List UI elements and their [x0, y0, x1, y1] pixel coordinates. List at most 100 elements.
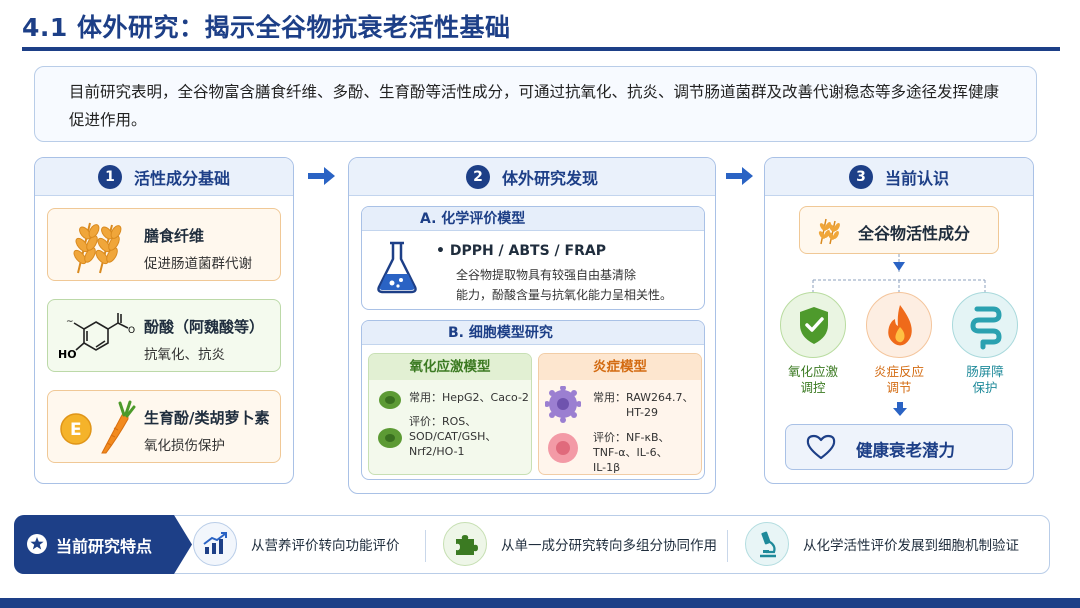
feature-text: 从单一成分研究转向多组分协同作用	[501, 538, 717, 554]
card-tocopherol: E 生育酚/类胡萝卜素 氧化损伤保护	[47, 390, 281, 463]
feature-icon-ring	[745, 522, 789, 566]
card-dietary-fiber: 膳食纤维 促进肠道菌群代谢	[47, 208, 281, 281]
common-label: 常用：	[593, 391, 626, 404]
card-subtitle: 抗氧化、抗炎	[144, 347, 225, 363]
arrow-down-icon	[893, 402, 907, 416]
panel-title: 当前认识	[884, 168, 949, 188]
feature-item: 从营养评价转向功能评价	[193, 522, 400, 566]
panel-current-understanding: 3 当前认识 全谷物活性成分	[764, 157, 1034, 484]
card-subtitle: 氧化损伤保护	[144, 438, 225, 454]
step-number: 1	[97, 164, 122, 189]
assay-names: DPPH / ABTS / FRAP	[449, 243, 606, 259]
page-title: 4.1 体外研究：揭示全谷物抗衰老活性基础	[22, 13, 511, 42]
separator	[425, 530, 426, 562]
eval-value: IL-1β	[593, 461, 621, 474]
heart-icon	[806, 434, 836, 460]
features-badge-label: 当前研究特点	[56, 537, 153, 556]
eval-value: SOD/CAT/GSH、	[409, 430, 497, 443]
label-line: 调控	[800, 380, 826, 395]
intestinal-barrier-label: 肠屏障 保护	[945, 364, 1025, 396]
label-line: 调节	[886, 380, 912, 395]
panel-title: 活性成分基础	[133, 168, 230, 188]
green-cell-icon	[378, 391, 402, 448]
step-number: 2	[465, 164, 490, 189]
inflammation-model: 炎症模型 常用：RAW264.7、 HT-29 评价：NF-κB、	[538, 353, 702, 475]
separator	[727, 530, 728, 562]
hydroxyl-label: HO	[58, 348, 77, 361]
label-line: 炎症反应	[873, 364, 924, 379]
title-rule	[22, 47, 1060, 51]
model-title: 炎症模型	[539, 354, 701, 380]
intro-box: 目前研究表明，全谷物富含膳食纤维、多酚、生育酚等活性成分，可通过抗氧化、抗炎、调…	[34, 66, 1037, 142]
label-line: 保护	[972, 380, 998, 395]
vitamin-e-carrot-icon: E	[60, 400, 136, 454]
inflammation-circle	[866, 292, 932, 358]
eval-value: NF-κB、	[626, 431, 670, 444]
panel-in-vitro-findings: 2 体外研究发现 A. 化学评价模型 • DPPH / ABTS / FRAP …	[348, 157, 716, 494]
card-title: 酚酸（阿魏酸等）	[144, 318, 265, 336]
chemical-model-desc: 全谷物提取物具有较强自由基清除 能力，酚酸含量与抗氧化能力呈相关性。	[456, 265, 672, 305]
common-values: HepG2、Caco-2	[442, 391, 529, 404]
star-icon	[27, 534, 47, 554]
eval-value: TNF-α、IL-6、	[593, 446, 668, 459]
features-badge: 当前研究特点	[14, 515, 192, 574]
common-cells: 常用：HepG2、Caco-2	[409, 390, 529, 405]
flask-icon	[377, 241, 417, 294]
panel-title: 体外研究发现	[501, 168, 598, 188]
common-values: RAW264.7、	[626, 391, 694, 404]
common-cells: 常用：RAW264.7、 HT-29	[593, 390, 694, 420]
card-subtitle: 促进肠道菌群代谢	[144, 256, 252, 272]
cell-model-box: B. 细胞模型研究 氧化应激模型 常用：HepG2、Caco-2 评价：ROS、…	[361, 320, 705, 480]
svg-text:O: O	[128, 326, 135, 336]
healthy-aging-card: 健康衰老潜力	[785, 424, 1013, 470]
desc-line: 能力，酚酸含量与抗氧化能力呈相关性。	[456, 288, 673, 302]
common-values: HT-29	[626, 406, 658, 419]
wheat-icon	[818, 218, 840, 245]
flame-icon	[888, 305, 912, 346]
desc-line: 全谷物提取物具有较强自由基清除	[456, 268, 637, 282]
card-phenolic-acid: O HO ~ 酚酸（阿魏酸等） 抗氧化、抗炎	[47, 299, 281, 372]
intestinal-barrier-circle	[952, 292, 1018, 358]
intestine-icon	[970, 306, 1002, 350]
feature-text: 从营养评价转向功能评价	[251, 538, 400, 554]
feature-item: 从化学活性评价发展到细胞机制验证	[745, 522, 1019, 566]
feature-icon-ring	[443, 522, 487, 566]
common-label: 常用：	[409, 391, 442, 404]
chemical-model-label: A. 化学评价模型	[362, 207, 704, 231]
footer-bar	[0, 598, 1080, 608]
eval-label: 评价：	[409, 415, 442, 428]
oxidative-stress-label: 氧化应激 调控	[773, 364, 853, 396]
eval-value: Nrf2/HO-1	[409, 445, 465, 458]
inflammation-label: 炎症反应 调节	[859, 364, 939, 396]
oxidative-stress-circle	[780, 292, 846, 358]
shield-check-icon	[800, 307, 828, 344]
svg-text:~: ~	[66, 317, 74, 327]
evaluation-markers: 评价：ROS、 SOD/CAT/GSH、 Nrf2/HO-1	[409, 414, 496, 459]
panel-active-components: 1 活性成分基础 膳食纤维 促进肠道菌群代谢	[34, 157, 294, 484]
feature-icon-ring	[193, 522, 237, 566]
label-line: 氧化应激	[787, 364, 838, 379]
cell-model-label: B. 细胞模型研究	[362, 321, 704, 345]
eval-value: ROS、	[442, 415, 477, 428]
vitamin-e-letter: E	[70, 420, 82, 440]
feature-text: 从化学活性评价发展到细胞机制验证	[803, 538, 1019, 554]
immune-cell-icon	[545, 386, 581, 463]
panel-header: 3 当前认识	[765, 158, 1033, 196]
puzzle-icon	[456, 535, 478, 555]
phenolic-structure-icon: O HO ~	[58, 313, 135, 361]
label-line: 肠屏障	[966, 364, 1004, 379]
chart-trend-icon	[203, 532, 227, 554]
research-features-bar: 当前研究特点 从营养评价转向功能评价 从单一成分研究转向多组分协同作用	[14, 515, 1050, 574]
whole-grain-label: 全谷物活性成分	[858, 224, 971, 243]
oxidative-stress-model: 氧化应激模型 常用：HepG2、Caco-2 评价：ROS、 SOD/CAT/G…	[368, 353, 532, 475]
arrow-right-icon	[726, 167, 753, 185]
panel-header: 2 体外研究发现	[349, 158, 715, 196]
feature-item: 从单一成分研究转向多组分协同作用	[443, 522, 717, 566]
eval-label: 评价：	[593, 431, 626, 444]
connector-lines	[812, 254, 986, 294]
card-title: 膳食纤维	[144, 227, 205, 245]
arrow-right-icon	[308, 167, 335, 185]
panel-header: 1 活性成分基础	[35, 158, 293, 196]
evaluation-markers: 评价：NF-κB、 TNF-α、IL-6、 IL-1β	[593, 430, 670, 475]
whole-grain-components-card: 全谷物活性成分	[799, 206, 999, 254]
